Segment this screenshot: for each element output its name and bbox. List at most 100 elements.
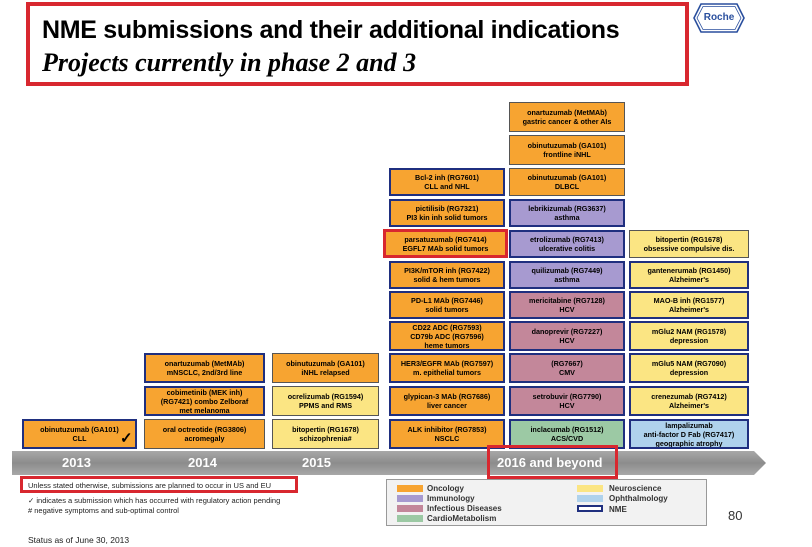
project-indication: HCV [559,336,575,345]
project-obinutuzumab-cll: obinutuzumab (GA101) CLL [22,419,137,449]
project-indication: met melanoma [179,405,230,415]
project-indication: asthma [554,213,580,222]
project-name: (RG7667) [551,359,583,368]
legend-swatch-neuroscience [577,485,603,492]
project-indication: gastric cancer & other AIs [522,117,612,126]
project-indication: PPMS and RMS [298,401,353,410]
project-indication: NSCLC [434,434,460,443]
project-name: HER3/EGFR MAb (RG7597) [400,359,494,368]
project-indication: HCV [559,401,575,410]
project-name: setrobuvir (RG7790) [532,392,602,401]
project-indication: CMV [559,368,575,377]
legend-swatch-ophthalmology [577,495,603,502]
page-number: 80 [728,508,743,523]
project-cd22-cd79b-adc: CD22 ADC (RG7593) CD79b ADC (RG7596) hem… [389,321,505,351]
project-indication: DLBCL [554,182,580,191]
project-indication: depression [669,336,709,345]
project-mericitabine: mericitabine (RG7128) HCV [509,291,625,319]
note-hash: # negative symptoms and sub-optimal cont… [28,506,179,515]
project-indication: asthma [554,275,580,284]
project-name: PD-L1 MAb (RG7446) [411,296,483,305]
project-glypican-3: glypican-3 MAb (RG7686) liver cancer [389,386,505,416]
project-name: etrolizumab (RG7413) [530,235,604,244]
project-pictilisib: pictilisib (RG7321) PI3 kin inh solid tu… [389,199,505,227]
project-indication: heme tumors [424,340,470,350]
project-indication: ACS/CVD [550,434,584,443]
project-name: quilizumab (RG7449) [531,266,603,275]
project-name: parsatuzumab (RG7414) [404,234,487,244]
checkmark-icon: ✓ [120,430,133,447]
project-name: MAO-B inh (RG1577) [653,296,725,305]
project-name: lebrikizumab (RG3637) [528,204,606,213]
note-checkmark: ✓ indicates a submission which has occur… [28,496,281,505]
project-indication: frontline iNHL [543,150,591,159]
project-name: glypican-3 MAb (RG7686) [403,392,491,401]
project-indication: liver cancer [427,401,467,410]
project-indication: schizophrenia# [299,434,352,443]
project-onartuzumab-gastric: onartuzumab (MetMAb) gastric cancer & ot… [509,102,625,132]
project-name: gantenerumab (RG1450) [647,266,731,275]
project-indication: Alzheimer's [668,275,710,284]
project-obinutuzumab-inhl: obinutuzumab (GA101) iNHL relapsed [272,353,379,383]
project-etrolizumab: etrolizumab (RG7413) ulcerative colitis [509,230,625,258]
project-mglu2-nam: mGlu2 NAM (RG1578) depression [629,321,749,351]
project-indication: EGFL7 MAb solid tumors [402,243,489,253]
project-name: Bcl-2 inh (RG7601) [415,173,479,182]
project-onartuzumab-nsclc: onartuzumab (MetMAb) mNSCLC, 2nd/3rd lin… [144,353,265,383]
project-mao-b-inh: MAO-B inh (RG1577) Alzheimer's [629,291,749,319]
project-her3-egfr: HER3/EGFR MAb (RG7597) m. epithelial tum… [389,353,505,383]
project-bcl-2: Bcl-2 inh (RG7601) CLL and NHL [389,168,505,196]
project-gantenerumab: gantenerumab (RG1450) Alzheimer's [629,261,749,289]
project-crenezumab: crenezumab (RG7412) Alzheimer's [629,386,749,416]
project-alk-inhibitor: ALK inhibitor (RG7853) NSCLC [389,419,505,449]
project-indication: acromegaly [184,434,225,443]
project-danoprevir: danoprevir (RG7227) HCV [509,321,625,351]
project-name: mGlu5 NAM (RG7090) [651,359,727,368]
timeline-year-2015: 2015 [302,455,331,470]
project-bitopertin-schizophrenia: bitopertin (RG1678) schizophrenia# [272,419,379,449]
project-setrobuvir: setrobuvir (RG7790) HCV [509,386,625,416]
project-indication: depression [669,368,709,377]
project-lampalizumab: lampalizumab anti-factor D Fab (RG7417) … [629,419,749,449]
legend-swatch-infectious [397,505,423,512]
project-detail: anti-factor D Fab (RG7417) [643,429,735,439]
timeline-year-2013: 2013 [62,455,91,470]
project-name: cobimetinib (MEK inh) [166,387,243,397]
project-name: mericitabine (RG7128) [529,296,605,305]
legend-swatch-oncology [397,485,423,492]
project-obinutuzumab-dlbcl: obinutuzumab (GA101) DLBCL [509,168,625,196]
slide-title: NME submissions and their additional ind… [42,16,620,44]
logo-text: Roche [703,12,735,23]
project-pi3k-mtor: PI3K/mTOR inh (RG7422) solid & hem tumor… [389,261,505,289]
legend-label-infectious: Infectious Diseases [427,504,502,513]
project-indication: Alzheimer's [668,305,710,314]
legend-swatch-immunology [397,495,423,502]
roche-hexagon-icon [693,3,745,33]
legend-label-nme: NME [609,505,627,514]
legend-swatch-nme [577,505,603,512]
project-name: bitopertin (RG1678) [655,235,723,244]
project-indication: geographic atrophy [655,438,723,448]
project-ocrelizumab: ocrelizumab (RG1594) PPMS and RMS [272,386,379,416]
project-indication: CLL and NHL [424,182,470,191]
roche-logo: Roche [693,2,745,34]
project-indication: obsessive compulsive dis. [643,244,735,253]
legend-label-oncology: Oncology [427,484,464,493]
project-indication: mNSCLC, 2nd/3rd line [166,368,243,377]
project-indication: m. epithelial tumors [413,368,481,377]
project-name: obinutuzumab (GA101) [40,425,119,434]
project-rg7667: (RG7667) CMV [509,353,625,383]
project-oral-octreotide: oral octreotide (RG3806) acromegaly [144,419,265,449]
timeline-highlight [487,445,618,479]
project-name: crenezumab (RG7412) [651,392,727,401]
project-name: danoprevir (RG7227) [531,327,603,336]
project-pd-l1: PD-L1 MAb (RG7446) solid tumors [389,291,505,319]
project-detail: CD79b ADC (RG7596) [410,331,484,341]
title-box: NME submissions and their additional ind… [26,2,689,86]
legend: Oncology Immunology Infectious Diseases … [386,479,707,526]
project-name: lampalizumab [665,420,713,430]
timeline-year-2016-beyond: 2016 and beyond [497,455,603,470]
legend-swatch-cardio [397,515,423,522]
project-indication: solid tumors [425,305,469,314]
note-submissions: Unless stated otherwise, submissions are… [28,481,272,490]
